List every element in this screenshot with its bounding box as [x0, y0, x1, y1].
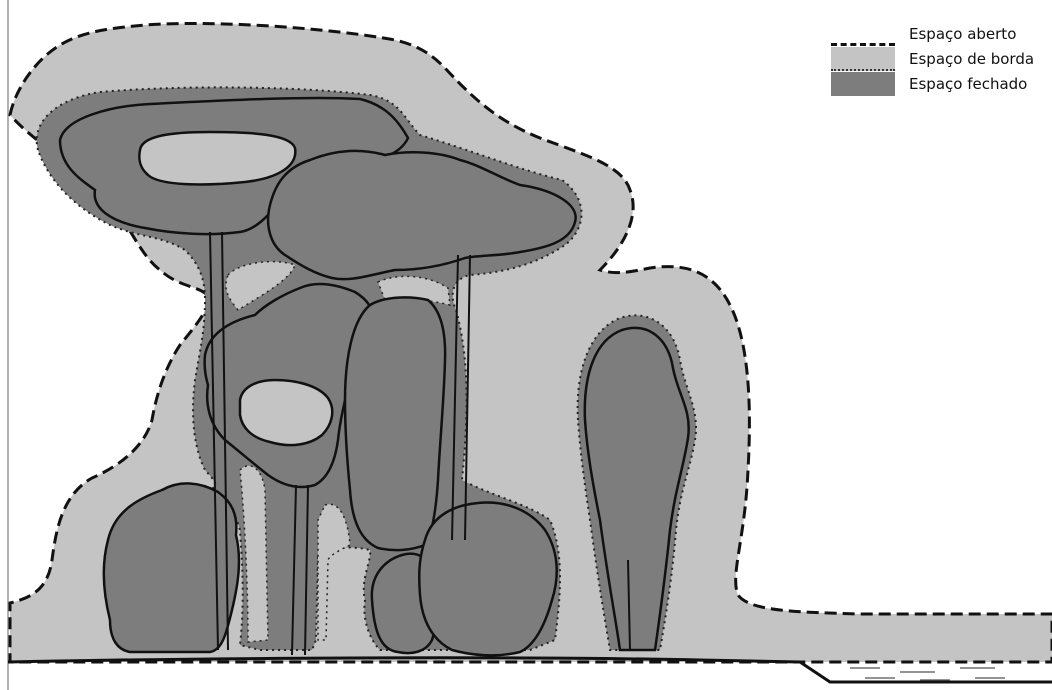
canopy-gap-upper	[139, 132, 295, 184]
legend-swatch-edge	[831, 47, 895, 71]
legend: Espaço aberto Espaço de borda Espaço fec…	[831, 22, 1046, 97]
legend-item-open: Espaço aberto	[831, 22, 1046, 47]
legend-label-edge: Espaço de borda	[909, 50, 1034, 68]
shrub-bottom-center-right	[419, 502, 557, 655]
ground-hatching	[850, 668, 1005, 680]
legend-item-closed: Espaço fechado	[831, 72, 1046, 97]
legend-item-edge: Espaço de borda	[831, 47, 1046, 72]
legend-swatch-open	[831, 22, 895, 46]
tree-central-tall	[345, 297, 445, 550]
legend-label-open: Espaço aberto	[909, 25, 1016, 43]
legend-label-closed: Espaço fechado	[909, 75, 1027, 93]
canopy-gap-middle	[240, 380, 332, 445]
legend-swatch-closed	[831, 72, 895, 96]
